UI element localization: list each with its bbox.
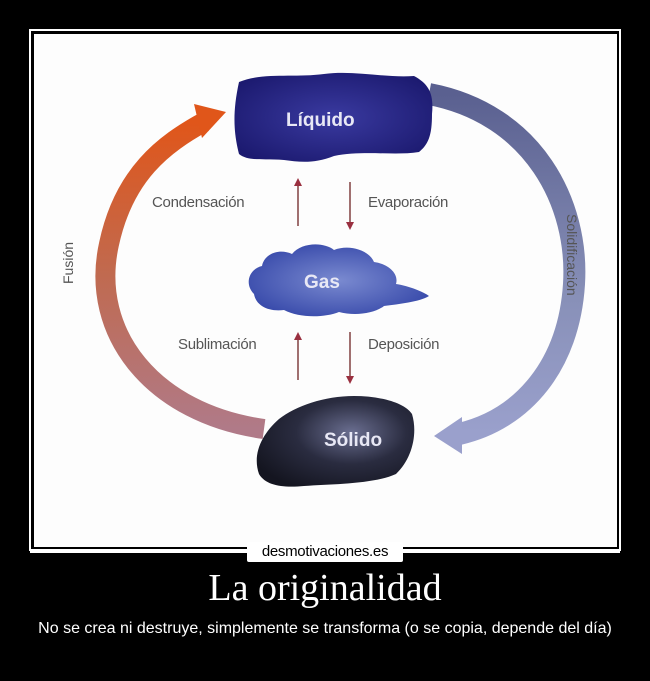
watermark-line-right [402,550,620,553]
states-of-matter-diagram [95,72,586,487]
condensation-label: Condensación [152,194,245,211]
poster-title: La originalidad [208,567,442,609]
deposition-arrow [346,332,354,384]
poster-subtitle: No se crea ni destruye, simplemente se t… [38,620,612,637]
condensation-arrow [294,178,302,226]
solidification-label: Solidificación [564,214,580,296]
evaporation-label: Evaporación [368,194,449,211]
sublimation-label: Sublimación [178,336,257,353]
evaporation-arrow [346,182,354,230]
sublimation-arrow [294,332,302,380]
diagram-image: Líquido Gas Sólido Condensación Evaporac… [34,34,617,547]
deposition-label: Deposición [368,336,440,353]
solidification-arrow [426,83,586,454]
fusion-label: Fusión [60,241,76,284]
liquid-blob [234,72,433,162]
fusion-arrow [95,104,266,439]
solid-label: Sólido [324,430,383,451]
solid-rock [256,396,415,487]
gas-cloud [248,244,429,317]
watermark-line-left [30,550,248,553]
liquid-label: Líquido [286,110,355,131]
site-watermark: desmotivaciones.es [247,542,403,562]
gas-label: Gas [304,272,340,293]
